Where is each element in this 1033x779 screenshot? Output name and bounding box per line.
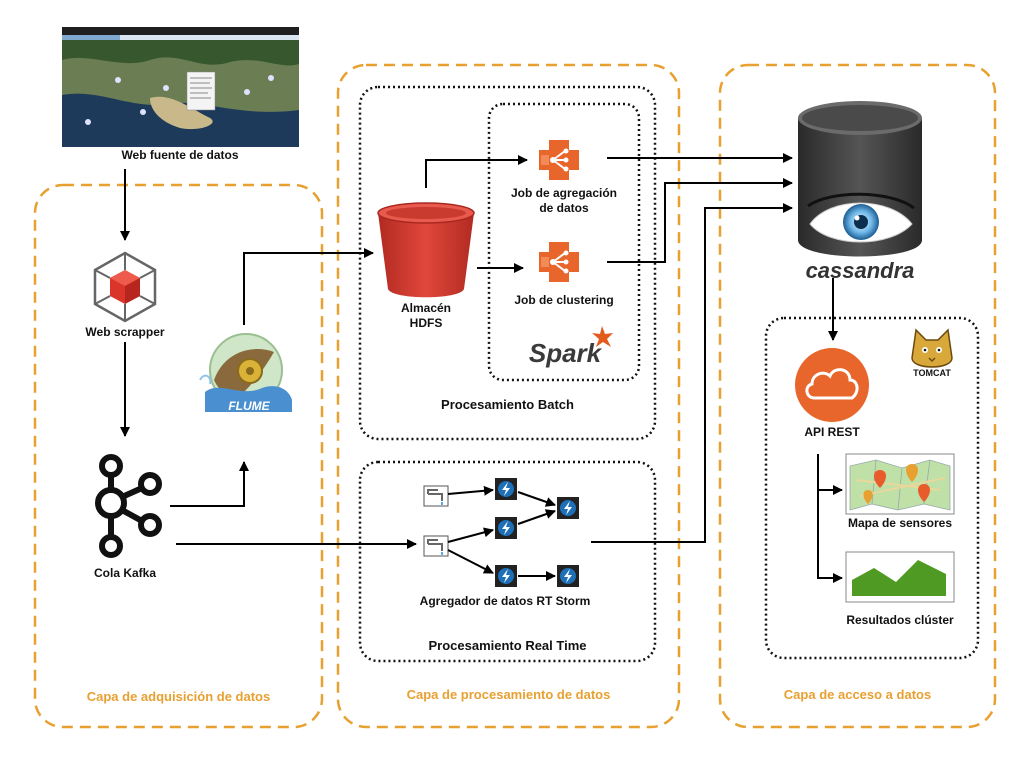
realtime-box [358,460,657,663]
storm-bolt-icon [495,565,517,587]
cube-icon [93,251,157,323]
job-clustering-label: Job de clustering [514,293,614,307]
map-pins-icon [845,453,955,515]
emr-job-icon [539,140,579,180]
sensor-map-label: Mapa de sensores [847,516,953,530]
processing-layer-title: Capa de procesamiento de datos [406,687,611,702]
faucet-icon [423,485,449,507]
emr-job-icon [539,242,579,282]
web-scrapper-label: Web scrapper [85,325,165,339]
connectors [120,153,843,583]
web-source-label: Web fuente de datos [121,148,239,162]
hdfs-label-line2: HDFS [409,316,443,330]
acquisition-layer [33,183,324,729]
area-chart-icon [845,551,955,603]
spark-star-icon [592,326,613,347]
bucket-icon [377,202,475,298]
cassandra-logo-text: cassandra [805,258,915,283]
storm-bolt-icon [495,478,517,500]
flume-logo-text: FLUME [228,399,270,413]
processing-layer [336,63,681,729]
acquisition-layer-title: Capa de adquisición de datos [86,689,271,704]
web-source-screenshot [62,27,299,148]
storm-label: Agregador de datos RT Storm [419,594,591,608]
job-aggregation-label-line1: Job de agregación [510,186,618,200]
batch-title: Procesamiento Batch [441,397,574,412]
spark-box [487,102,641,382]
spark-logo-text: Spark [528,338,602,368]
hdfs-label-line1: Almacén [400,301,452,315]
tomcat-cat-icon [911,328,953,368]
kafka-label: Cola Kafka [93,566,157,580]
storm-bolt-icon [495,517,517,539]
cluster-results-label: Resultados clúster [846,613,954,627]
realtime-title: Procesamiento Real Time [428,638,587,653]
tomcat-label: TOMCAT [913,368,951,378]
job-aggregation-label-line2: de datos [539,201,589,215]
api-box [764,316,980,660]
cloud-icon [795,348,869,422]
kafka-icon [95,454,162,558]
storm-bolt-icon [557,497,579,519]
api-rest-label: API REST [804,425,860,439]
storm-bolt-icon [557,565,579,587]
cassandra-eye-icon [798,101,922,257]
faucet-icon [423,535,449,557]
access-layer [718,63,997,729]
flume-logo [199,333,292,412]
access-layer-title: Capa de acceso a datos [783,687,932,702]
